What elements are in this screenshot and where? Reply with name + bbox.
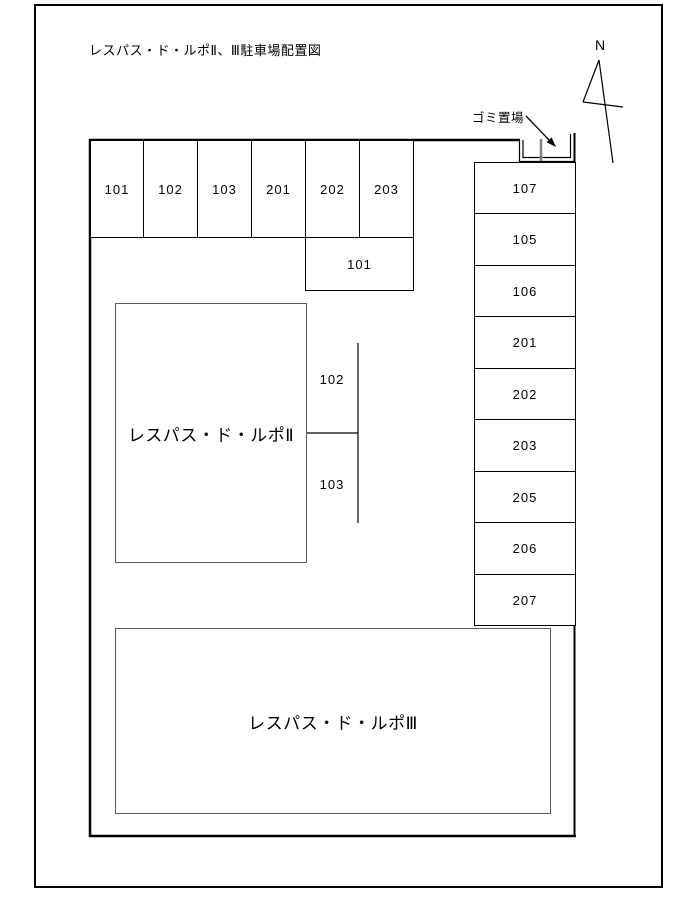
page-border bbox=[34, 4, 663, 888]
parking-space-top-4: 201 bbox=[251, 140, 306, 238]
building-3: レスパス・ド・ルポⅢ bbox=[115, 628, 551, 814]
parking-space-top-6: 203 bbox=[359, 140, 414, 238]
parking-space-top-3: 103 bbox=[197, 140, 252, 238]
parking-space-right-3: 106 bbox=[474, 265, 576, 317]
parking-space-right-1: 107 bbox=[474, 162, 576, 214]
parking-space-top-2: 102 bbox=[143, 140, 198, 238]
parking-space-right-2: 105 bbox=[474, 213, 576, 266]
parking-space-right-4: 201 bbox=[474, 316, 576, 369]
parking-space-top-1: 101 bbox=[90, 140, 144, 238]
parking-space-middle-103-label: 103 bbox=[319, 477, 345, 492]
parking-space-right-6: 203 bbox=[474, 419, 576, 472]
parking-space-top-5: 202 bbox=[305, 140, 360, 238]
building-3-label: レスパス・ド・ルポⅢ bbox=[248, 713, 418, 733]
parking-space-extra: 101 bbox=[305, 237, 414, 291]
parking-space-right-5: 202 bbox=[474, 368, 576, 420]
parking-space-right-9: 207 bbox=[474, 574, 576, 626]
parking-space-right-7: 205 bbox=[474, 471, 576, 523]
north-label: N bbox=[594, 37, 606, 53]
building-2: レスパス・ド・ルポⅡ bbox=[115, 303, 307, 563]
parking-space-middle-102-label: 102 bbox=[319, 372, 345, 387]
garbage-area-label: ゴミ置場 bbox=[472, 111, 525, 125]
parking-space-right-8: 206 bbox=[474, 522, 576, 575]
page-title: レスパス・ド・ルポⅡ、Ⅲ駐車場配置図 bbox=[89, 43, 322, 58]
building-2-label: レスパス・ド・ルポⅡ bbox=[127, 425, 295, 445]
